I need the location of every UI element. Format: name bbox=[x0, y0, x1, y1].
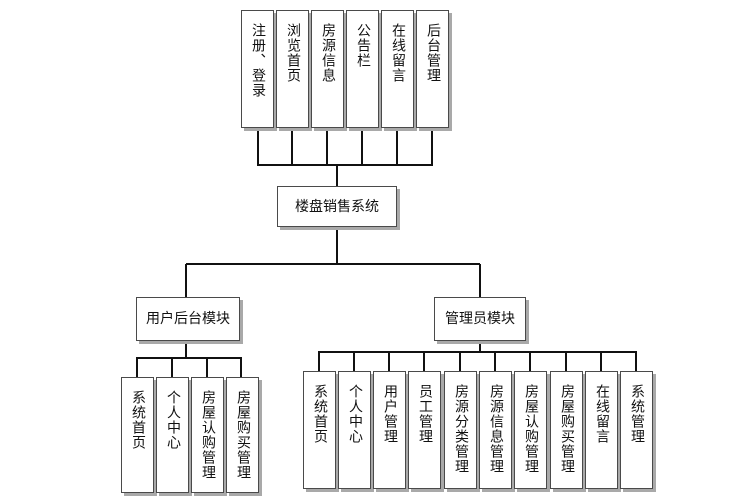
module-box-browse-home: 浏览首页 bbox=[276, 10, 309, 128]
module-label: 浏览首页 bbox=[285, 23, 301, 83]
user-item-box: 系统首页 bbox=[121, 377, 154, 493]
module-box-bulletin: 公告栏 bbox=[346, 10, 379, 128]
admin-item-box: 系统首页 bbox=[303, 371, 336, 489]
admin-item-label: 系统管理 bbox=[629, 384, 645, 444]
module-label: 注册、登录 bbox=[250, 23, 266, 98]
user-module-label: 用户后台模块 bbox=[146, 311, 230, 327]
admin-item-box: 房源分类管理 bbox=[444, 371, 477, 489]
admin-item-box: 在线留言 bbox=[585, 371, 618, 489]
module-label: 房源信息 bbox=[320, 23, 336, 83]
user-item-box: 房屋认购管理 bbox=[191, 377, 224, 493]
admin-item-label: 房源信息管理 bbox=[488, 384, 504, 474]
user-module-box: 用户后台模块 bbox=[136, 297, 240, 341]
module-box-listing-info: 房源信息 bbox=[311, 10, 344, 128]
user-item-box: 房屋购买管理 bbox=[226, 377, 259, 493]
module-box-online-message: 在线留言 bbox=[381, 10, 414, 128]
user-item-label: 个人中心 bbox=[165, 390, 181, 450]
root-system-box: 楼盘销售系统 bbox=[277, 186, 397, 227]
admin-item-box: 系统管理 bbox=[620, 371, 653, 489]
module-box-backend-admin: 后台管理 bbox=[416, 10, 449, 128]
admin-module-box: 管理员模块 bbox=[434, 297, 526, 341]
module-label: 后台管理 bbox=[425, 23, 441, 83]
admin-item-label: 房源分类管理 bbox=[453, 384, 469, 474]
admin-item-box: 用户管理 bbox=[373, 371, 406, 489]
admin-item-label: 系统首页 bbox=[312, 384, 328, 444]
admin-item-label: 在线留言 bbox=[594, 384, 610, 444]
admin-item-box: 房源信息管理 bbox=[479, 371, 512, 489]
module-label: 公告栏 bbox=[355, 23, 371, 68]
user-item-box: 个人中心 bbox=[156, 377, 189, 493]
user-item-label: 房屋认购管理 bbox=[200, 390, 216, 480]
admin-item-box: 房屋购买管理 bbox=[550, 371, 583, 489]
admin-item-box: 员工管理 bbox=[408, 371, 441, 489]
user-item-label: 系统首页 bbox=[130, 390, 146, 450]
admin-item-box: 个人中心 bbox=[338, 371, 371, 489]
admin-item-label: 个人中心 bbox=[347, 384, 363, 444]
root-system-label: 楼盘销售系统 bbox=[295, 198, 379, 215]
module-box-register-login: 注册、登录 bbox=[241, 10, 274, 128]
module-label: 在线留言 bbox=[390, 23, 406, 83]
admin-item-label: 用户管理 bbox=[382, 384, 398, 444]
admin-item-box: 房屋认购管理 bbox=[514, 371, 547, 489]
admin-module-label: 管理员模块 bbox=[445, 311, 515, 327]
admin-item-label: 房屋认购管理 bbox=[523, 384, 539, 474]
admin-item-label: 房屋购买管理 bbox=[559, 384, 575, 474]
admin-item-label: 员工管理 bbox=[417, 384, 433, 444]
user-item-label: 房屋购买管理 bbox=[235, 390, 251, 480]
